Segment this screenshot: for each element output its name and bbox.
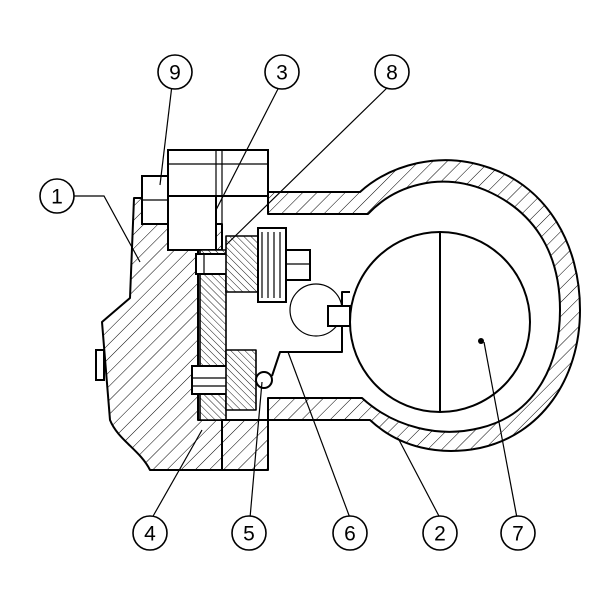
callout-8-label: 8 — [386, 62, 398, 85]
leader-lines — [72, 84, 518, 519]
callout-4: 4 — [132, 515, 168, 551]
top-clamp-block — [141, 149, 269, 251]
hex-nut — [285, 249, 311, 281]
callout-5-label: 5 — [243, 523, 255, 546]
callout-1-label: 1 — [51, 186, 63, 209]
callout-7-label: 7 — [512, 523, 524, 546]
upper-bolt-assembly — [195, 227, 311, 303]
valve-ball — [255, 371, 273, 389]
callout-5: 5 — [231, 515, 267, 551]
callout-2: 2 — [422, 515, 458, 551]
spring-washer-stack — [257, 227, 287, 303]
callout-8: 8 — [374, 54, 410, 90]
callout-2-label: 2 — [434, 523, 446, 546]
float-lever — [271, 283, 351, 377]
cover-casting — [95, 197, 223, 471]
valve-seat-assembly — [191, 349, 273, 411]
drain-plug — [95, 349, 105, 381]
callout-9: 9 — [157, 54, 193, 90]
housing-shell — [267, 159, 581, 452]
callout-7: 7 — [500, 515, 536, 551]
callout-9-label: 9 — [169, 62, 181, 85]
float-ball — [349, 231, 531, 413]
callout-3-label: 3 — [276, 62, 288, 85]
callout-6-label: 6 — [344, 523, 356, 546]
callout-1: 1 — [39, 178, 75, 214]
callout-6: 6 — [332, 515, 368, 551]
callout-3: 3 — [264, 54, 300, 90]
callout-4-label: 4 — [144, 523, 156, 546]
